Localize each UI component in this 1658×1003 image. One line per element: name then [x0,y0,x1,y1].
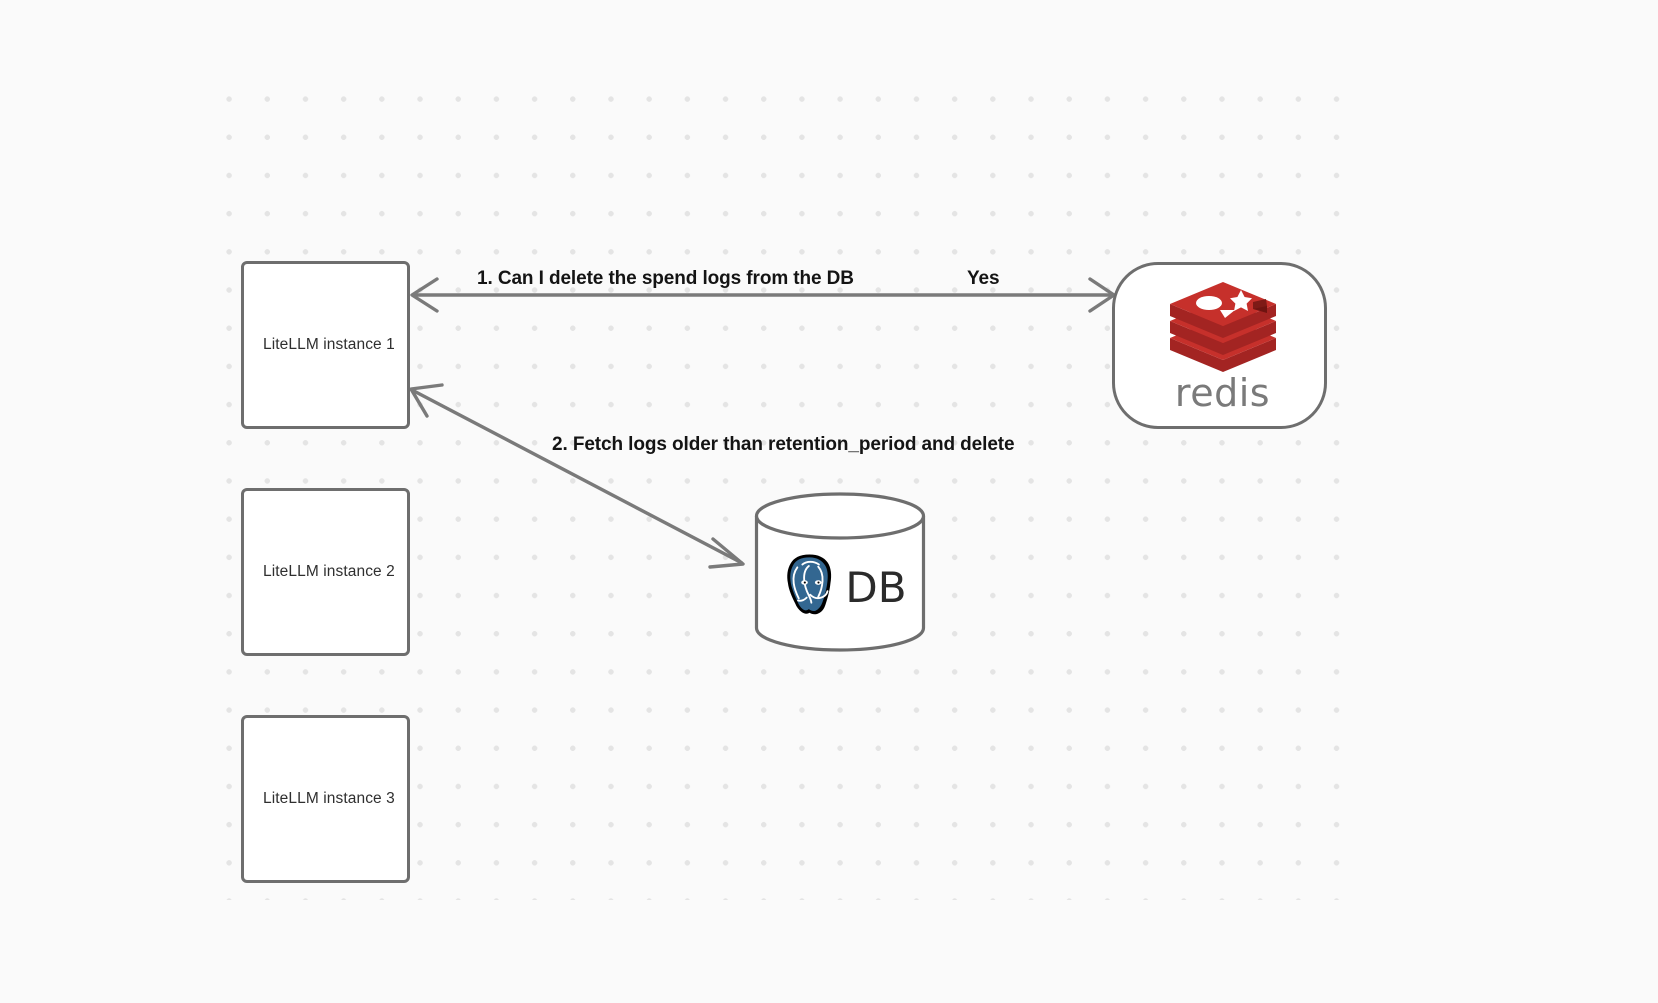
redis-wordmark: redis [1174,370,1271,415]
node-litellm-instance-1-label: LiteLLM instance 1 [263,336,395,353]
edge-db-connector [409,383,745,569]
node-litellm-instance-1[interactable]: LiteLLM instance 1 [241,261,410,429]
postgresql-elephant-icon [787,554,832,615]
redis-logo-icon [1169,281,1276,372]
node-database[interactable]: DB [754,492,926,652]
node-litellm-instance-3[interactable]: LiteLLM instance 3 [241,715,410,883]
node-litellm-instance-2[interactable]: LiteLLM instance 2 [241,488,410,656]
database-label: DB [845,563,907,612]
node-redis[interactable]: redis [1112,262,1327,429]
edge-label-reply: Yes [967,268,1000,289]
edge-label-fetch-delete: 2. Fetch logs older than retention_perio… [552,434,1015,455]
node-litellm-instance-3-label: LiteLLM instance 3 [263,790,395,807]
node-litellm-instance-2-label: LiteLLM instance 2 [263,563,395,580]
edge-label-request: 1. Can I delete the spend logs from the … [477,268,854,289]
database-cylinder-shape [754,492,926,652]
